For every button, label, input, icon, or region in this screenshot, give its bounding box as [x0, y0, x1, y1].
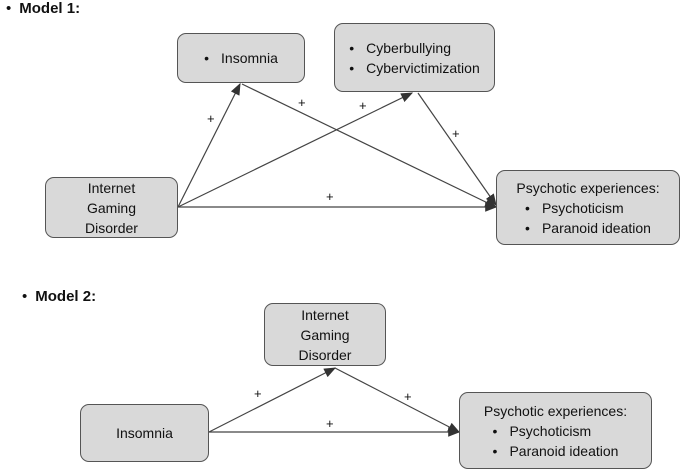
model2-insomnia-box: Insomnia — [80, 404, 209, 462]
psychoticism-label: Psychoticism — [493, 421, 619, 441]
model1-psychotic-box: Psychotic experiences: PsychoticismParan… — [496, 170, 680, 245]
psychotic-title: Psychotic experiences: — [516, 179, 660, 196]
model1-heading-text: Model 1: — [19, 0, 81, 17]
insomnia-label: Insomnia — [204, 48, 278, 68]
arrow-igd-to-insomnia — [177, 82, 241, 208]
psychoticism-label: Psychoticism — [525, 198, 651, 218]
sign2-insomnia-igd: + — [254, 386, 262, 401]
model1-insomnia-box: Insomnia — [177, 33, 305, 83]
model2-psychotic-box: Psychotic experiences: PsychoticismParan… — [459, 392, 652, 469]
model2-heading: •Model 2: — [22, 288, 97, 305]
model1-igd-box: Internet Gaming Disorder — [45, 177, 178, 238]
arrow-cyber-to-psychotic — [417, 92, 497, 206]
model2-heading-text: Model 2: — [35, 288, 97, 305]
insomnia-label: Insomnia — [116, 425, 173, 441]
arrow2-insomnia-to-igd — [208, 367, 337, 433]
cybervictimization-label: Cybervictimization — [349, 58, 480, 78]
arrow2-igd-to-psychotic — [334, 367, 461, 433]
sign-cyber-psychotic: + — [452, 126, 460, 141]
paranoid-label: Paranoid ideation — [493, 441, 618, 461]
arrow-insomnia-to-psychotic — [241, 83, 498, 208]
arrow-igd-to-cyber — [177, 92, 414, 208]
model1-heading: •Model 1: — [6, 0, 81, 17]
igd-label: Internet Gaming Disorder — [85, 179, 138, 236]
sign2-igd-psychotic: + — [404, 389, 412, 404]
sign-igd-psychotic: + — [326, 189, 334, 204]
psychotic-title: Psychotic experiences: — [483, 402, 628, 419]
paranoid-label: Paranoid ideation — [525, 218, 651, 238]
sign2-insomnia-psychotic: + — [326, 416, 334, 431]
model2-igd-box: Internet Gaming Disorder — [264, 303, 386, 366]
sign-igd-insomnia: + — [207, 111, 215, 126]
sign-insomnia-psychotic: + — [298, 95, 306, 110]
igd-label: Internet Gaming Disorder — [298, 306, 352, 363]
sign-igd-cyber: + — [359, 98, 367, 113]
cyberbullying-label: Cyberbullying — [349, 38, 480, 58]
model1-cyber-box: CyberbullyingCybervictimization — [334, 23, 495, 92]
